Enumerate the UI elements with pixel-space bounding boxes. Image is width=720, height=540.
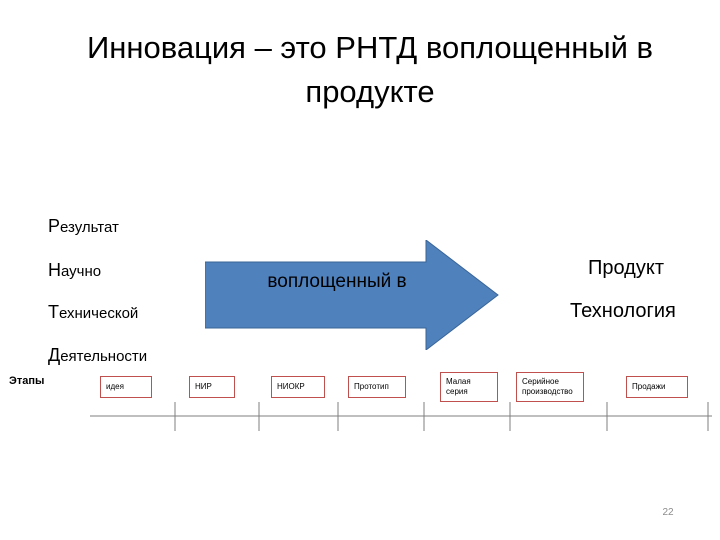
slide-title: Инновация – это РНТД воплощенный в проду… xyxy=(40,26,700,114)
arrow-label: воплощенный в xyxy=(267,271,407,292)
rntd-rest: езультат xyxy=(60,219,119,236)
stages-label: Этапы xyxy=(9,375,45,387)
stage-serial-production: Серийное производство xyxy=(516,372,584,402)
page-number: 22 xyxy=(662,507,674,518)
stage-idea: идея xyxy=(100,376,152,398)
slide-title-line-2: продукте xyxy=(305,74,435,109)
stage-small-series: Малая серия xyxy=(440,372,498,402)
stage-research: НИР xyxy=(189,376,235,398)
stage-prototype: Прототип xyxy=(348,376,406,398)
result-technology: Технология xyxy=(570,300,676,322)
stage-label: НИР xyxy=(195,382,212,391)
rntd-initial: Д xyxy=(48,345,61,365)
rntd-word-result: Результат xyxy=(48,216,119,238)
rntd-initial: Н xyxy=(48,260,61,280)
rntd-word-activity: Деятельности xyxy=(48,345,147,367)
stage-sales: Продажи xyxy=(626,376,688,398)
stage-label: Серийное производство xyxy=(522,377,573,396)
rntd-word-technical: Технической xyxy=(48,302,138,324)
stage-label: Малая серия xyxy=(446,377,471,396)
stage-label: идея xyxy=(106,382,124,391)
stage-label: НИОКР xyxy=(277,382,305,391)
right-arrow-icon xyxy=(205,240,499,350)
stage-label: Продажи xyxy=(632,382,666,391)
rntd-rest: аучно xyxy=(61,263,102,280)
rntd-rest: еятельности xyxy=(60,348,148,365)
rntd-word-scientific: Научно xyxy=(48,260,101,282)
stage-label: Прототип xyxy=(354,382,389,391)
embodiment-arrow: воплощенный в xyxy=(205,240,500,350)
rntd-rest: ехнической xyxy=(59,305,139,322)
rntd-initial: Р xyxy=(48,216,61,236)
slide-title-line-1: Инновация – это РНТД воплощенный в xyxy=(86,30,653,65)
rntd-initial: Т xyxy=(48,302,59,322)
result-product: Продукт xyxy=(588,257,664,279)
stage-development: НИОКР xyxy=(271,376,325,398)
